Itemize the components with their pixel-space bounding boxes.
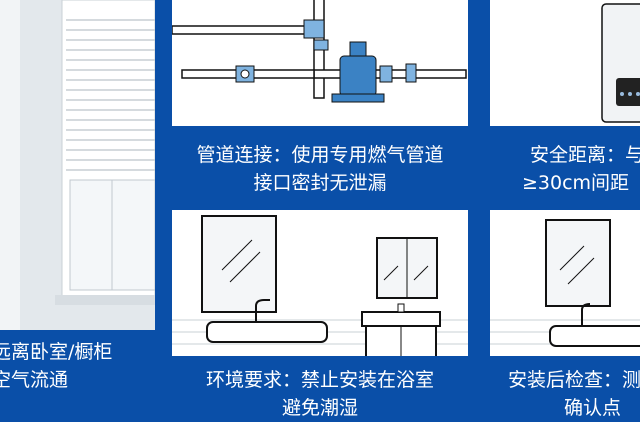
- distance-caption-line1: 安全距离：与: [530, 144, 640, 166]
- gas-pipe-icon: [172, 0, 467, 103]
- pipe-caption-line1: 管道连接：使用专用燃气管道: [196, 144, 444, 166]
- bathroom-mirror-icon: [172, 210, 468, 356]
- sink-icon: [206, 299, 441, 356]
- distance-caption-line2: ≥30cm间距: [522, 172, 630, 194]
- pipe-connection-panel: [170, 0, 470, 128]
- water-heater-icon: [601, 3, 640, 123]
- bedroom-photo-panel: 远离卧室/橱柜 空气流通: [0, 0, 155, 404]
- safe-distance-panel: [488, 0, 640, 128]
- left-caption-line1: 远离卧室/橱柜: [0, 341, 113, 363]
- pipe-caption-line2: 接口密封无泄漏: [253, 172, 387, 194]
- environment-panel: [170, 208, 470, 358]
- environment-caption-line2: 避免潮湿: [281, 397, 358, 419]
- bathroom-mirror-icon: [490, 210, 640, 356]
- inspection-panel: [488, 208, 640, 358]
- inspection-caption-line1: 安装后检查：测: [508, 369, 640, 391]
- inspection-caption-line2: 确认点: [564, 397, 622, 419]
- window-blinds-icon: [0, 0, 155, 404]
- environment-caption-line1: 环境要求：禁止安装在浴室: [205, 369, 434, 391]
- left-caption-line2: 空气流通: [0, 369, 69, 391]
